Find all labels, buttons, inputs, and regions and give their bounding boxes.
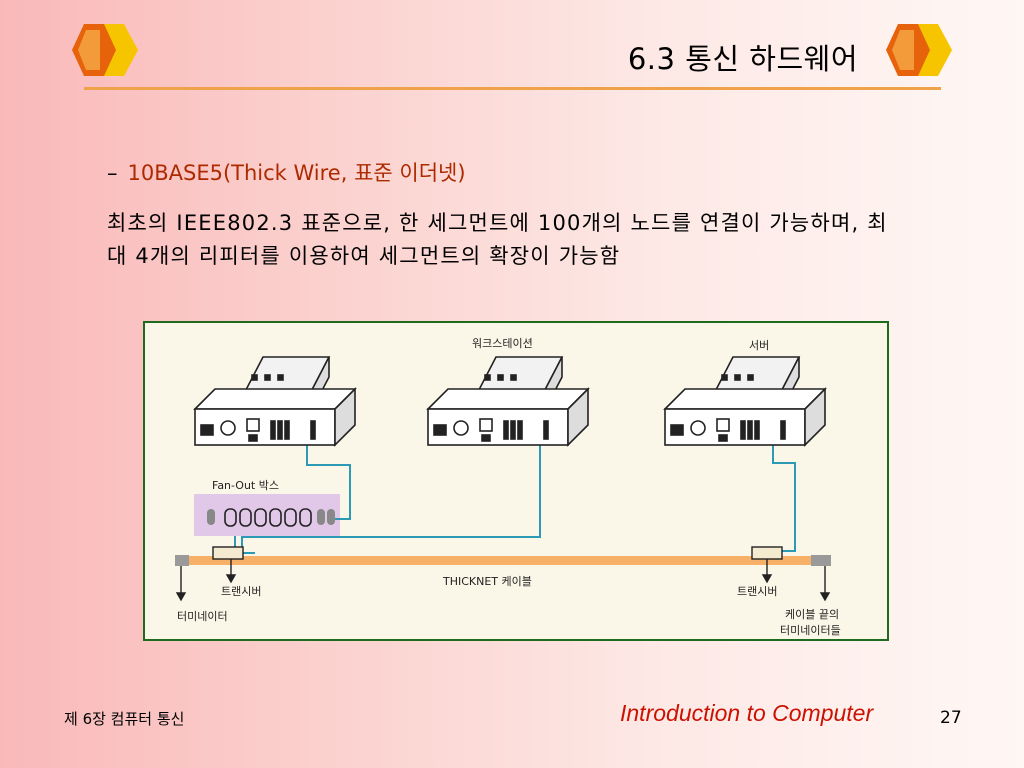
cube-logo-right [880,20,956,80]
subheading-text: 10BASE5(Thick Wire, 표준 이더넷) [127,161,466,185]
body-paragraph: 최초의 IEEE802.3 표준으로, 한 세그먼트에 100개의 노드를 연결… [107,211,888,268]
network-diagram-drawing [175,356,831,602]
fanout-label: Fan-Out 박스 [212,479,279,492]
transceiver-left-label: 트랜시버 [221,585,262,598]
fanout-box-bg [194,494,340,536]
cable-label: THICKNET 케이블 [443,575,532,588]
computer-workstation [426,356,590,447]
chapter-footer: 제 6장 컴퓨터 통신 [64,710,185,728]
terminator-right-label-line2: 터미네이터들 [780,624,841,637]
bullet-dash: – [107,161,118,185]
workstation-label: 워크스테이션 [472,337,533,350]
page-number: 27 [940,708,962,728]
terminator-arrows [175,566,831,602]
terminator-left-label: 터미네이터 [177,610,228,623]
thicknet-cable [185,556,815,565]
footer-brand: Introduction to Computer [620,700,874,726]
terminator-right-cap [811,555,831,566]
slide-title: 6.3 통신 하드웨어 [627,42,858,76]
fanout-ports [207,508,335,527]
terminator-left-cap [175,555,189,566]
transceiver-right-label: 트랜시버 [737,585,778,598]
network-links [234,435,796,554]
transceiver-right [751,546,783,584]
network-diagram: 워크스테이션 서버 Fan-Out 박스 THICKNET 케이블 트랜시버 트… [143,321,889,641]
server-label: 서버 [749,339,770,352]
title-divider [84,87,941,90]
transceiver-left [212,546,244,584]
computer-1 [193,356,357,447]
terminator-right-label-line1: 케이블 끝의 [785,608,840,621]
computer-server [663,356,827,447]
subheading: –10BASE5(Thick Wire, 표준 이더넷) [107,157,466,187]
cube-logo-left [66,20,142,80]
